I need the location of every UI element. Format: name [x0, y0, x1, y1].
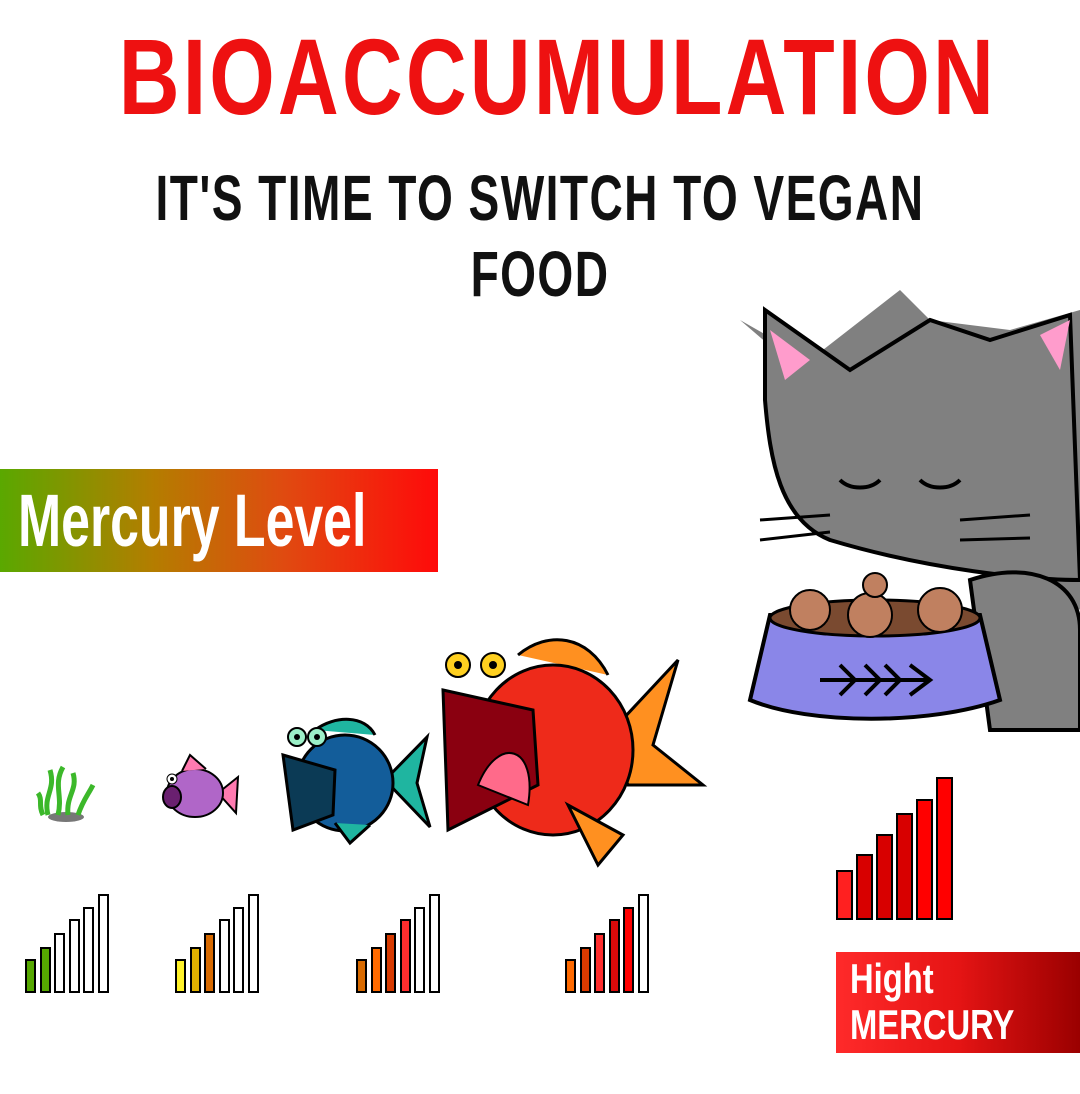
mercury-bar-cat-3: [876, 834, 893, 920]
mercury-bar-seaweed-4: [68, 919, 80, 993]
mercury-level-label: Mercury Level: [18, 479, 367, 562]
subtitle: IT'S TIME TO SWITCH TO VEGAN FOOD: [155, 162, 925, 310]
mercury-bar-seaweed-2: [39, 947, 51, 993]
mercury-bar-blue-fish-6: [428, 894, 440, 993]
mercury-bar-cat-6: [936, 777, 953, 920]
mercury-bar-small-purple-fish-3: [204, 933, 215, 993]
mercury-bar-cat-5: [916, 799, 933, 920]
mercury-bar-cat-4: [896, 813, 913, 920]
small-fish-illustration: [162, 753, 240, 818]
high-mercury-label-box: Hight MERCURY level: [836, 952, 1080, 1094]
cat-eating-illustration: [740, 290, 1080, 732]
mercury-bar-small-purple-fish-1: [175, 959, 186, 993]
mercury-bar-blue-fish-2: [370, 947, 382, 993]
mercury-bar-seaweed-3: [54, 933, 65, 993]
high-mercury-label: Hight MERCURY level: [850, 955, 1014, 1094]
mercury-bar-red-piranha-3: [594, 933, 605, 993]
mercury-bar-red-piranha-4: [608, 919, 620, 993]
page-title: BIOACCUMULATION: [118, 16, 997, 137]
mercury-bar-blue-fish-4: [399, 919, 411, 993]
mercury-bar-red-piranha-1: [565, 959, 576, 993]
mercury-bar-blue-fish-5: [414, 907, 425, 993]
seaweed-illustration: [35, 765, 96, 822]
mercury-level-banner: Mercury Level: [0, 469, 438, 572]
mercury-bar-cat-1: [836, 870, 853, 920]
mercury-bar-seaweed-5: [83, 907, 94, 993]
piranha-illustration: [441, 638, 708, 868]
mercury-bar-small-purple-fish-5: [233, 907, 244, 993]
mercury-bar-seaweed-6: [97, 894, 109, 993]
mercury-bar-red-piranha-5: [623, 907, 634, 993]
mercury-bar-red-piranha-6: [637, 894, 649, 993]
mercury-bar-cat-2: [856, 854, 873, 920]
mercury-bar-blue-fish-1: [356, 959, 367, 993]
mercury-bar-red-piranha-2: [579, 947, 591, 993]
mercury-bar-blue-fish-3: [385, 933, 396, 993]
mercury-bar-small-purple-fish-4: [218, 919, 230, 993]
mercury-bar-seaweed-1: [25, 959, 36, 993]
blue-fish-illustration: [281, 717, 432, 846]
mercury-bar-small-purple-fish-2: [189, 947, 201, 993]
mercury-bar-small-purple-fish-6: [247, 894, 259, 993]
